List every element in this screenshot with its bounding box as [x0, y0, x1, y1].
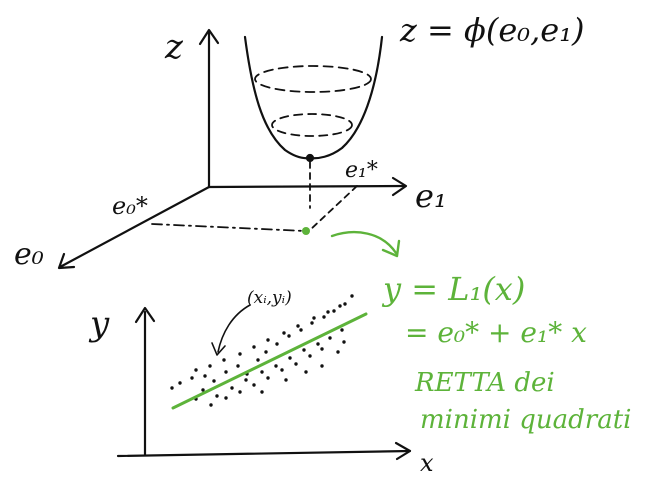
- surface-minimum-point: [305, 153, 315, 163]
- data-point: [280, 368, 284, 372]
- e1-axis: [207, 184, 406, 189]
- e0-axis-label: e₀: [14, 237, 44, 272]
- level-curve-middle: [271, 113, 353, 137]
- data-point: [343, 302, 347, 306]
- e0-axis: [58, 185, 211, 269]
- caption-line-1: RETTA dei: [414, 368, 555, 398]
- paraboloid-left-wall: [243, 35, 312, 160]
- data-point: [308, 354, 312, 358]
- data-point: [302, 348, 306, 352]
- x-axis: [116, 449, 412, 458]
- e1-axis-arrowhead: [391, 176, 408, 197]
- data-point: [296, 324, 300, 328]
- data-point: [328, 336, 332, 340]
- data-point: [266, 338, 270, 342]
- regression-plot: [116, 304, 412, 461]
- data-point: [284, 378, 288, 382]
- projection-from-e0: [151, 223, 306, 232]
- data-point: [170, 386, 174, 390]
- line-definition: = e₀* + e₁* x: [405, 316, 587, 349]
- data-point: [310, 321, 314, 325]
- data-point: [342, 340, 346, 344]
- minimum-projection-point: [302, 227, 310, 235]
- paraboloid-right-wall: [308, 35, 384, 160]
- z-axis-label: z: [164, 27, 184, 67]
- data-point: [230, 386, 234, 390]
- data-point: [266, 376, 270, 380]
- x-axis-label: x: [420, 449, 434, 477]
- data-point: [252, 383, 256, 387]
- data-point: [282, 331, 286, 335]
- data-point: [201, 388, 205, 392]
- data-point: [260, 390, 264, 394]
- data-point: [274, 364, 278, 368]
- data-point: [275, 342, 279, 346]
- caption-line-2: minimi quadrati: [420, 405, 632, 435]
- projection-to-e1: [309, 185, 358, 231]
- data-point: [340, 328, 344, 332]
- green-arrow: [330, 230, 401, 258]
- data-point: [215, 394, 219, 398]
- data-point: [178, 381, 182, 385]
- data-point: [222, 358, 226, 362]
- data-point: [236, 364, 240, 368]
- data-point: [320, 364, 324, 368]
- level-curve-top: [254, 65, 372, 93]
- y-axis-arrowhead: [134, 306, 156, 324]
- data-point: [256, 358, 260, 362]
- point-label: (xᵢ,yᵢ): [247, 288, 292, 308]
- data-point: [299, 328, 303, 332]
- e0-axis-arrowhead: [57, 252, 76, 270]
- data-point: [264, 350, 268, 354]
- surface-plot: [57, 28, 408, 270]
- least-squares-line: [171, 312, 368, 410]
- data-point: [260, 370, 264, 374]
- data-point: [322, 315, 326, 319]
- data-point: [238, 390, 242, 394]
- data-point: [312, 316, 316, 320]
- data-point: [224, 396, 228, 400]
- surface-equation: z = ϕ(e₀,e₁): [399, 11, 585, 49]
- data-point: [320, 347, 324, 351]
- data-point: [252, 345, 256, 349]
- e0-star-label: e₀*: [112, 192, 148, 220]
- data-point: [316, 342, 320, 346]
- data-point: [194, 368, 198, 372]
- data-point: [326, 310, 330, 314]
- point-label-pointer-tip: [211, 342, 226, 356]
- data-point: [350, 294, 354, 298]
- z-axis-arrowhead: [198, 28, 220, 46]
- line-equation: y = L₁(x): [381, 270, 525, 308]
- data-point: [224, 370, 228, 374]
- data-point: [209, 403, 213, 407]
- data-point: [203, 374, 207, 378]
- data-point: [238, 352, 242, 356]
- e1-star-label: e₁*: [345, 158, 378, 183]
- scatter-points: [170, 294, 354, 407]
- data-point: [288, 356, 292, 360]
- data-point: [304, 370, 308, 374]
- data-point: [332, 309, 336, 313]
- data-point: [294, 362, 298, 366]
- data-point: [190, 376, 194, 380]
- data-point: [336, 350, 340, 354]
- data-point: [338, 304, 342, 308]
- data-point: [244, 378, 248, 382]
- e1-axis-label: e₁: [415, 177, 447, 215]
- data-point: [287, 334, 291, 338]
- y-axis-label: y: [88, 304, 110, 344]
- data-point: [208, 364, 212, 368]
- data-point: [212, 379, 216, 383]
- point-label-pointer: [217, 304, 251, 353]
- x-axis-arrowhead: [394, 441, 412, 461]
